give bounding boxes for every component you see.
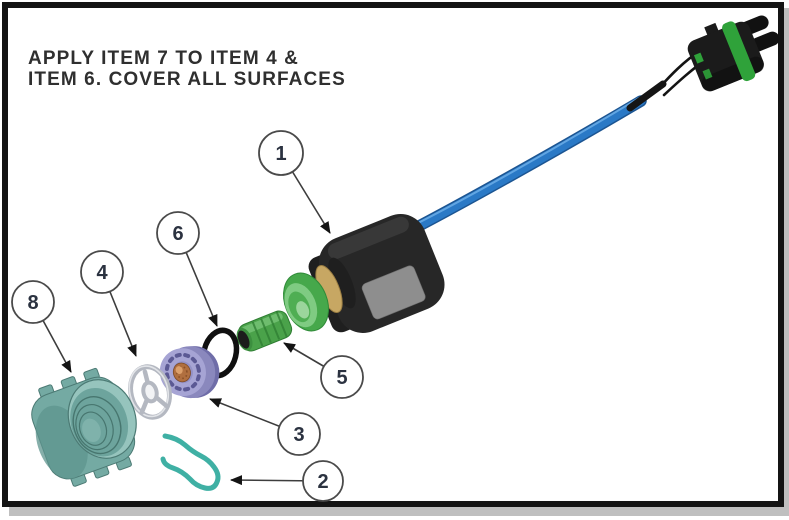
sensor-front [283,257,356,332]
callout-number-5: 5 [336,367,347,389]
note-line-2: ITEM 6. COVER ALL SURFACES [28,69,346,90]
callout-number-4: 4 [96,262,108,284]
sensor-cup [283,272,329,332]
cap-thread-3 [78,411,108,446]
disc-hub-highlight [175,366,183,375]
washer-ring-highlight [128,365,170,418]
washer-ring [128,364,172,420]
barb-bore [237,330,250,349]
callout-circle-4 [80,250,124,294]
callout-number-3: 3 [293,424,304,446]
callout-number-8: 8 [27,292,38,314]
perforated-disc [159,346,220,399]
barbed-fitting [236,310,293,352]
frame-shadow-right [782,8,789,516]
callout-circle-5 [320,355,364,399]
connector-seal-band [722,21,756,82]
sensor-neck [328,257,356,309]
callout-number-2: 2 [317,471,328,493]
cap-bore [82,418,101,443]
barb-ribs [251,310,288,347]
callout-number-6: 6 [172,223,183,245]
disc-hole-ring [164,352,201,392]
cap-thread-2 [75,404,114,451]
sensor-label-patch [361,265,426,320]
connector-cavity-seal-1 [693,52,704,64]
two-pin-connector [687,15,780,92]
cup-glare [296,301,310,319]
callout-circle-6 [156,211,200,255]
barb-highlight [241,312,283,335]
washer-hub [141,380,159,404]
callout-number-1: 1 [275,143,286,165]
callout-circle-8 [11,280,55,324]
threaded-cap [31,367,137,487]
cap-thread-1 [72,396,122,455]
note-line-1: APPLY ITEM 7 TO ITEM 4 & [28,48,299,69]
connector-cavity-seal-2 [702,68,713,80]
sensor-housing-highlight [327,216,409,260]
callout-balloons: 1 6 4 8 5 3 2 [11,130,364,502]
cable-highlight [395,97,640,235]
callout-circle-2 [302,460,344,502]
callout-circle-3 [277,412,321,456]
cable-sleeve [626,80,667,112]
callout-circle-1 [258,130,304,176]
connector-terminal-2 [750,31,780,52]
retaining-clip [160,433,221,491]
frame-shadow-bottom [9,506,789,516]
spoked-washer [128,364,172,420]
